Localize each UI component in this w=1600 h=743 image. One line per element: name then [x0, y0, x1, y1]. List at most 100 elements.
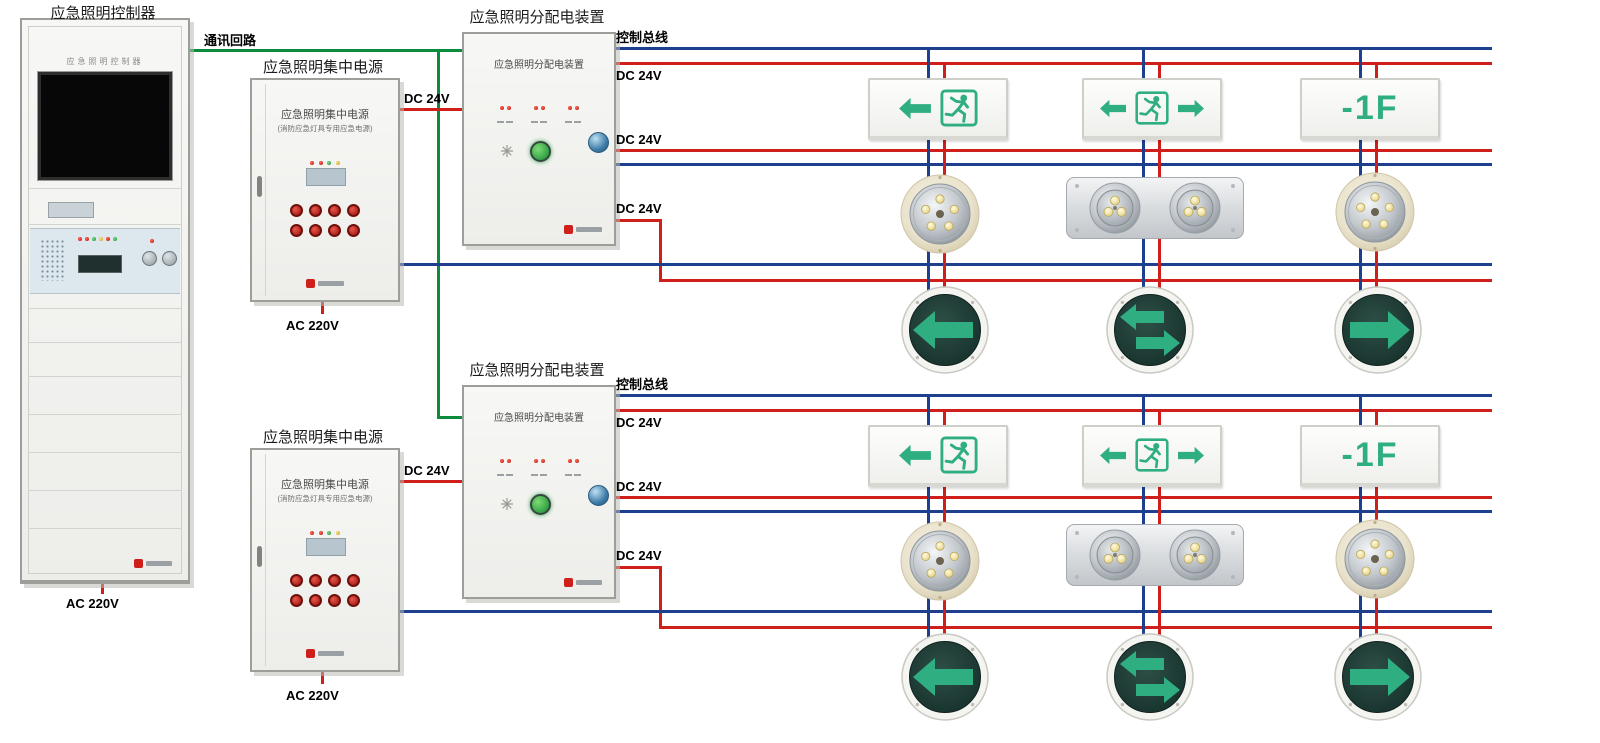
speaker-grille-icon	[40, 239, 66, 281]
buzzer-icon	[501, 145, 513, 157]
cabinet-panel-title: 应急照明控制器	[66, 57, 144, 66]
eps-led-row	[252, 152, 398, 170]
round-downlight	[900, 174, 980, 254]
wire-bus-blue-bot2	[612, 510, 1492, 513]
wire-eps2-ac	[321, 668, 324, 684]
dc24-label: DC 24V	[616, 415, 662, 430]
eps-button-row	[252, 202, 398, 224]
wire-bus-blue-bot1	[612, 394, 1492, 397]
running-man-icon	[1135, 438, 1169, 472]
exit-sign-double-arrow	[1082, 425, 1222, 487]
comm-loop-label: 通讯回路	[204, 33, 257, 48]
floor-marker-swap-arrow	[1106, 286, 1194, 374]
test-button	[530, 141, 551, 162]
dc24-label: DC 24V	[616, 201, 662, 216]
floor-marker-left-arrow	[901, 286, 989, 374]
seam-line	[28, 224, 182, 225]
wire-bus-red-bot2	[612, 496, 1492, 499]
cabinet-control-panel	[30, 228, 180, 294]
floor-sign: -1F	[1300, 78, 1440, 140]
seam-line	[28, 308, 182, 309]
control-knob	[142, 251, 157, 266]
dist-indicator-groups	[464, 106, 614, 128]
wire-dist2-out3-drop	[659, 566, 662, 629]
door-handle	[257, 546, 262, 567]
exit-sign-double-arrow	[1082, 78, 1222, 140]
dist1-caption: 应急照明分配电装置	[469, 9, 605, 26]
brand-logo	[252, 279, 398, 288]
printer-slot	[48, 202, 94, 218]
panel-led	[150, 239, 154, 243]
logo-mark-icon	[306, 649, 315, 658]
brand-logo	[564, 578, 602, 587]
logo-mark-icon	[306, 279, 315, 288]
brand-logo	[252, 649, 398, 658]
door-seam	[265, 84, 266, 296]
eps-inner-subtitle: (消防应急灯具专用应急电源)	[277, 494, 373, 503]
dist2-caption: 应急照明分配电装置	[469, 362, 605, 379]
seam-line	[28, 376, 182, 377]
eps-inner-subtitle: (消防应急灯具专用应急电源)	[277, 124, 373, 133]
status-led-row	[78, 237, 117, 241]
distribution-device-2: 应急照明分配电装置	[462, 385, 616, 599]
control-knob	[162, 251, 177, 266]
wire-controller-ac	[101, 578, 104, 594]
eps-inner-title: 应急照明集中电源	[281, 479, 369, 491]
dc24-label: DC 24V	[616, 479, 662, 494]
ac220-label: AC 220V	[286, 688, 339, 703]
arrow-left-icon	[1100, 99, 1126, 117]
logo-mark-icon	[564, 225, 573, 234]
eps-button-row	[252, 222, 398, 244]
wire-dist2-out3	[612, 566, 660, 569]
running-man-icon	[939, 89, 978, 127]
door-handle	[257, 176, 262, 197]
control-bus-label: 控制总线	[616, 30, 669, 45]
wire-comm-horizontal	[186, 49, 462, 52]
dist-inner-title: 应急照明分配电装置	[494, 413, 584, 424]
seam-line	[28, 528, 182, 529]
cabinet-display-screen	[37, 71, 173, 181]
wire-dist1-out3-drop	[659, 219, 662, 281]
round-downlight	[900, 521, 980, 601]
test-button	[530, 494, 551, 515]
running-man-icon	[939, 436, 978, 474]
wire-eps1-dc-link	[396, 108, 462, 111]
running-man-icon	[1135, 91, 1169, 125]
seam-line	[28, 414, 182, 415]
eps-lcd-display	[306, 168, 346, 186]
round-downlight	[1335, 519, 1415, 599]
floor-sign: -1F	[1300, 425, 1440, 487]
arrow-left-icon	[1100, 446, 1126, 464]
eps1-caption: 应急照明集中电源	[262, 59, 383, 76]
eps-lcd-display	[306, 538, 346, 556]
dc24-label: DC 24V	[404, 463, 450, 478]
seam-line	[28, 452, 182, 453]
eps-button-row	[252, 592, 398, 614]
wire-bus-red-top2	[612, 149, 1492, 152]
dc24-label: DC 24V	[616, 68, 662, 83]
floor-marker-right-arrow	[1334, 633, 1422, 721]
double-head-downlight	[1066, 524, 1244, 586]
brand-logo	[564, 225, 602, 234]
wire-dist1-out3	[612, 219, 660, 222]
control-bus-label: 控制总线	[616, 377, 669, 392]
sounder-icon	[588, 132, 609, 153]
round-downlight	[1335, 172, 1415, 252]
distribution-device-1: 应急照明分配电装置	[462, 32, 616, 246]
wire-bus-red-bot3	[659, 626, 1492, 629]
wire-eps2-dc-link	[396, 480, 462, 483]
dist-inner-title: 应急照明分配电装置	[494, 60, 584, 71]
eps-power-supply-1: 应急照明集中电源 (消防应急灯具专用应急电源)	[250, 78, 400, 302]
floor-marker-right-arrow	[1334, 286, 1422, 374]
wire-bus-red-bot1	[612, 409, 1492, 412]
exit-sign-left-arrow	[868, 425, 1008, 487]
eps-inner-title: 应急照明集中电源	[281, 109, 369, 121]
brand-logo	[134, 559, 172, 568]
wire-comm-to-dist2	[437, 416, 462, 419]
double-head-downlight	[1066, 177, 1244, 239]
logo-mark-icon	[564, 578, 573, 587]
controller-caption: 应急照明控制器	[50, 5, 156, 22]
eps2-caption: 应急照明集中电源	[262, 429, 383, 446]
wire-bus-blue-top1	[612, 47, 1492, 50]
